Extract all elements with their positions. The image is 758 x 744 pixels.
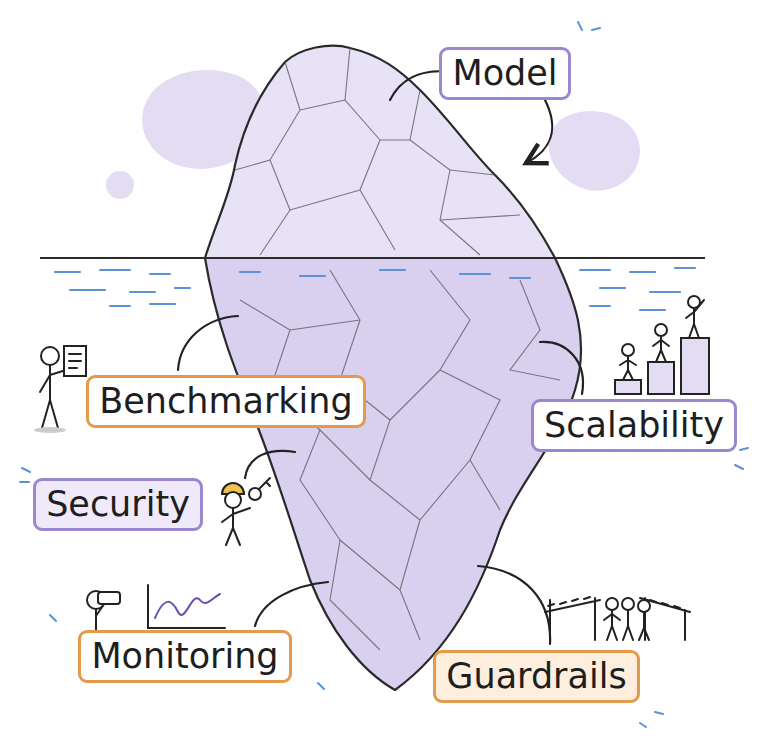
hidden-label: Security xyxy=(33,478,203,531)
water-line xyxy=(40,257,705,259)
label-text: Security xyxy=(46,485,190,524)
hidden-label: Benchmarking xyxy=(86,375,366,428)
water-ripples xyxy=(55,268,695,310)
tip-label: Model xyxy=(439,47,571,100)
accent-ticks xyxy=(20,22,748,727)
label-text: Guardrails xyxy=(446,657,626,696)
iceberg-underwater xyxy=(205,258,581,690)
person-clipboard xyxy=(34,346,86,433)
label-text: Scalability xyxy=(544,406,724,445)
hidden-label: Monitoring xyxy=(78,630,292,683)
label-text: Model xyxy=(452,54,557,93)
leader-line xyxy=(178,71,583,644)
label-text: Monitoring xyxy=(91,637,278,676)
person-key xyxy=(222,478,270,545)
label-text: Benchmarking xyxy=(99,382,352,421)
ice-cracks xyxy=(235,48,560,650)
hidden-label: Guardrails xyxy=(433,650,640,703)
podium-growth xyxy=(615,296,709,394)
hidden-label: Scalability xyxy=(531,399,737,452)
people-barriers xyxy=(545,597,690,640)
